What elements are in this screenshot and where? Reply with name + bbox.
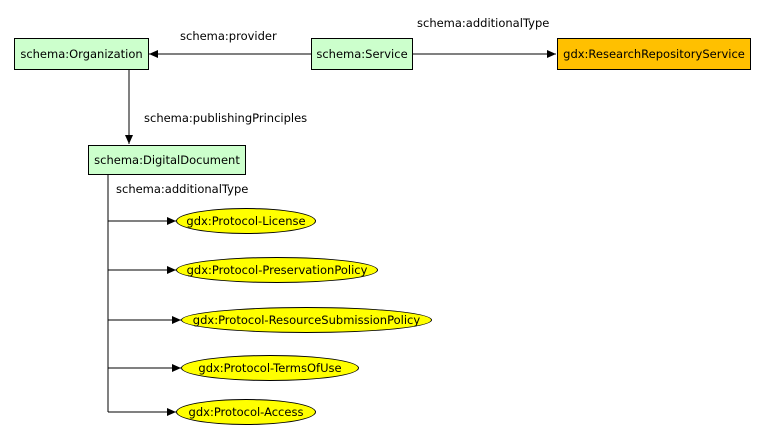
node-protocol-access[interactable]: gdx:Protocol-Access [176,399,316,425]
node-protocol-preservation-policy[interactable]: gdx:Protocol-PreservationPolicy [176,257,378,283]
node-digital-document[interactable]: schema:DigitalDocument [88,145,246,175]
node-protocol-license[interactable]: gdx:Protocol-License [176,208,316,234]
node-protocol-terms-of-use[interactable]: gdx:Protocol-TermsOfUse [181,355,359,381]
node-research-repository-service[interactable]: gdx:ResearchRepositoryService [557,38,751,70]
node-organization[interactable]: schema:Organization [14,38,149,70]
node-protocol-resource-submission-policy[interactable]: gdx:Protocol-ResourceSubmissionPolicy [181,307,432,333]
label-additional-type-service: schema:additionalType [417,16,550,30]
label-additional-type-document: schema:additionalType [116,182,249,196]
label-provider: schema:provider [180,29,277,43]
node-service[interactable]: schema:Service [311,38,413,70]
label-publishing-principles: schema:publishingPrinciples [144,111,308,125]
